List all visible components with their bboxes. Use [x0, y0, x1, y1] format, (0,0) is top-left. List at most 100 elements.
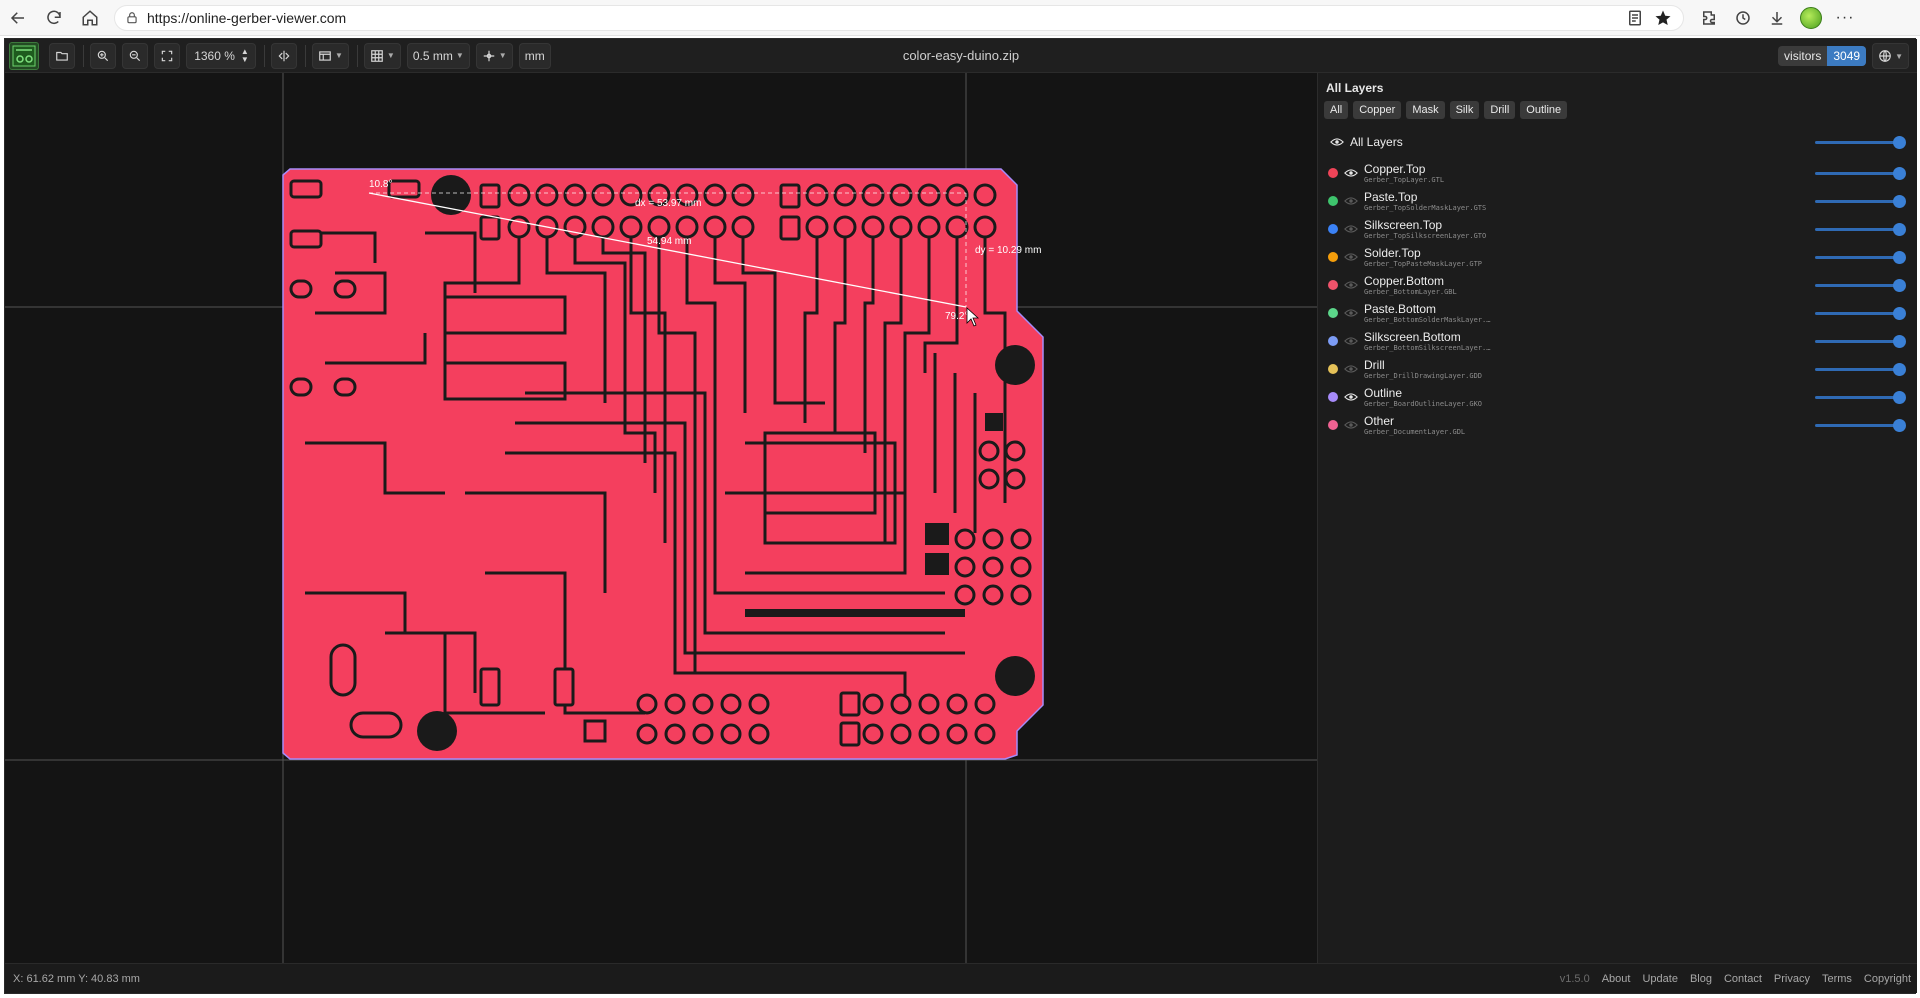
layer-color-swatch[interactable]	[1328, 252, 1338, 262]
reader-mode-button[interactable]	[1621, 0, 1649, 36]
site-info-icon[interactable]	[125, 11, 139, 25]
layer-opacity-slider[interactable]	[1815, 306, 1906, 320]
filter-all-button[interactable]: All	[1324, 101, 1349, 119]
pcb-canvas[interactable]: 10.8° dx = 53.97 mm 54.94 mm dy = 10.29 …	[5, 73, 1317, 963]
slider-handle[interactable]	[1893, 278, 1906, 292]
slider-handle[interactable]	[1893, 390, 1906, 404]
eye-hidden-icon[interactable]	[1344, 418, 1358, 432]
eye-hidden-icon[interactable]	[1344, 194, 1358, 208]
slider-handle[interactable]	[1893, 362, 1906, 376]
history-button[interactable]	[1726, 0, 1760, 36]
layer-opacity-slider[interactable]	[1815, 278, 1906, 292]
grid-size-dropdown[interactable]: 0.5 mm ▼	[406, 42, 470, 69]
layer-opacity-slider[interactable]	[1815, 194, 1906, 208]
units-button[interactable]: mm	[518, 42, 551, 69]
terms-link[interactable]: Terms	[1821, 972, 1852, 985]
extensions-button[interactable]	[1692, 0, 1726, 36]
copyright-link[interactable]: Copyright	[1863, 972, 1911, 985]
zoom-in-button[interactable]	[90, 42, 116, 69]
filter-outline-button[interactable]: Outline	[1520, 101, 1568, 119]
eye-hidden-icon[interactable]	[1344, 250, 1358, 264]
slider-handle[interactable]	[1893, 135, 1906, 149]
globe-icon	[1879, 50, 1891, 62]
contact-link[interactable]: Contact	[1723, 972, 1762, 985]
zoom-out-icon	[129, 50, 141, 61]
eye-icon[interactable]	[1344, 390, 1358, 404]
browser-menu-button[interactable]: ···	[1828, 0, 1862, 36]
back-button[interactable]	[0, 0, 36, 36]
address-bar[interactable]: https://online-gerber-viewer.com	[114, 4, 1684, 31]
eye-hidden-icon[interactable]	[1344, 278, 1358, 292]
pcb-render[interactable]: 10.8° dx = 53.97 mm 54.94 mm dy = 10.29 …	[5, 73, 1317, 963]
slider-handle[interactable]	[1893, 334, 1906, 348]
grid-toggle-dropdown[interactable]: ▼	[363, 42, 401, 69]
layer-file-name: Gerber_DrillDrawingLayer.GDD	[1364, 371, 1483, 380]
layer-opacity-slider[interactable]	[1815, 166, 1906, 180]
layer-opacity-slider[interactable]	[1815, 334, 1906, 348]
zoom-out-button[interactable]	[122, 42, 148, 69]
slider-handle[interactable]	[1893, 306, 1906, 320]
view-mode-dropdown[interactable]: ▼	[312, 42, 349, 69]
layer-opacity-slider[interactable]	[1815, 250, 1906, 264]
all-layers-opacity-slider[interactable]	[1815, 135, 1906, 149]
slider-handle[interactable]	[1893, 418, 1906, 432]
open-file-button[interactable]	[49, 42, 75, 69]
blog-link[interactable]: Blog	[1689, 972, 1712, 985]
about-link[interactable]: About	[1601, 972, 1631, 985]
eye-hidden-icon[interactable]	[1344, 222, 1358, 236]
layer-color-swatch[interactable]	[1328, 392, 1338, 402]
snap-dropdown[interactable]: ▼	[475, 42, 513, 69]
reader-icon	[1629, 10, 1641, 25]
home-button[interactable]	[72, 0, 108, 36]
layer-color-swatch[interactable]	[1328, 364, 1338, 374]
privacy-link[interactable]: Privacy	[1773, 972, 1810, 985]
eye-icon[interactable]	[1330, 135, 1344, 149]
layer-color-swatch[interactable]	[1328, 280, 1338, 290]
layer-opacity-slider[interactable]	[1815, 418, 1906, 432]
layer-opacity-slider[interactable]	[1815, 222, 1906, 236]
layer-color-swatch[interactable]	[1328, 168, 1338, 178]
slider-handle[interactable]	[1893, 250, 1906, 264]
update-link[interactable]: Update	[1642, 972, 1678, 985]
eye-hidden-icon[interactable]	[1344, 334, 1358, 348]
zoom-stepper-icon[interactable]: ▲▼	[240, 46, 249, 64]
layer-color-swatch[interactable]	[1328, 308, 1338, 318]
profile-button[interactable]	[1794, 0, 1828, 36]
slider-handle[interactable]	[1893, 194, 1906, 208]
layer-color-swatch[interactable]	[1328, 196, 1338, 206]
language-dropdown[interactable]: ▼	[1872, 43, 1909, 69]
ic-footprints	[443, 295, 1003, 743]
eye-hidden-icon[interactable]	[1344, 362, 1358, 376]
zoom-level-input[interactable]: 1360 % ▲▼	[186, 42, 256, 69]
filter-mask-button[interactable]: Mask	[1406, 101, 1445, 119]
bookmark-button[interactable]	[1649, 0, 1677, 36]
slider-handle[interactable]	[1893, 166, 1906, 180]
app-logo[interactable]	[9, 41, 39, 70]
mirror-button[interactable]	[271, 42, 297, 69]
downloads-button[interactable]	[1760, 0, 1794, 36]
eye-icon[interactable]	[1344, 166, 1358, 180]
layer-opacity-slider[interactable]	[1815, 390, 1906, 404]
reload-button[interactable]	[36, 0, 72, 36]
layer-color-swatch[interactable]	[1328, 420, 1338, 430]
layer-opacity-slider[interactable]	[1815, 362, 1906, 376]
layer-color-swatch[interactable]	[1328, 224, 1338, 234]
fit-view-button[interactable]	[154, 42, 180, 69]
filter-drill-button[interactable]: Drill	[1484, 101, 1516, 119]
layer-color-swatch[interactable]	[1328, 336, 1338, 346]
eye-hidden-icon[interactable]	[1344, 306, 1358, 320]
filter-copper-button[interactable]: Copper	[1353, 101, 1402, 119]
slider-handle[interactable]	[1893, 222, 1906, 236]
filter-silk-button[interactable]: Silk	[1449, 101, 1480, 119]
